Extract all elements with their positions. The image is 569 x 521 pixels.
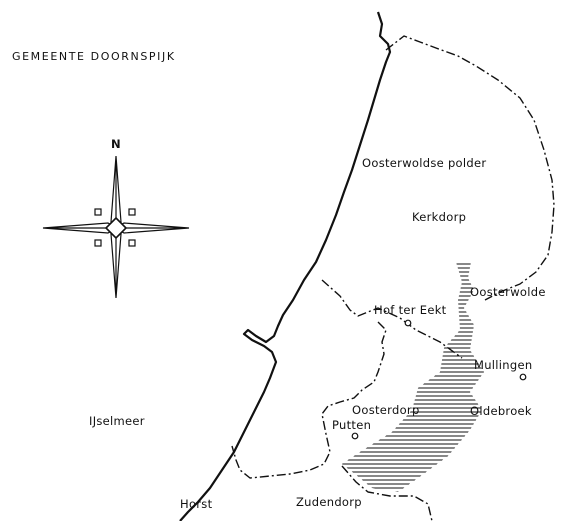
place-horst: Horst (180, 497, 213, 511)
place-oosterwolde: Oosterwolde (470, 285, 546, 299)
compass-north-label: N (111, 137, 121, 151)
place-oldebroek: Oldebroek (470, 404, 532, 418)
map-title: GEMEENTE DOORNSPIJK (12, 50, 176, 63)
place-putten: Putten (332, 418, 372, 432)
place-ijselmeer: IJselmeer (89, 414, 145, 428)
place-hof-ter-eekt: Hof ter Eekt (374, 303, 447, 317)
place-kerkdorp: Kerkdorp (412, 210, 467, 224)
marker-oosterdorp (351, 432, 359, 440)
place-mullingen: Mullingen (474, 358, 533, 372)
place-oosterdorp: Oosterdorp (352, 403, 420, 417)
place-oosterwoldse-polder: Oosterwoldse polder (362, 156, 487, 170)
place-zudendorp: Zudendorp (296, 495, 362, 509)
marker-hof-ter-eekt (404, 319, 412, 327)
marker-mullingen (519, 373, 527, 381)
hatched-area (342, 263, 484, 492)
compass-rose-icon (42, 155, 190, 299)
municipal-boundary (231, 35, 555, 521)
coastline (179, 11, 392, 521)
